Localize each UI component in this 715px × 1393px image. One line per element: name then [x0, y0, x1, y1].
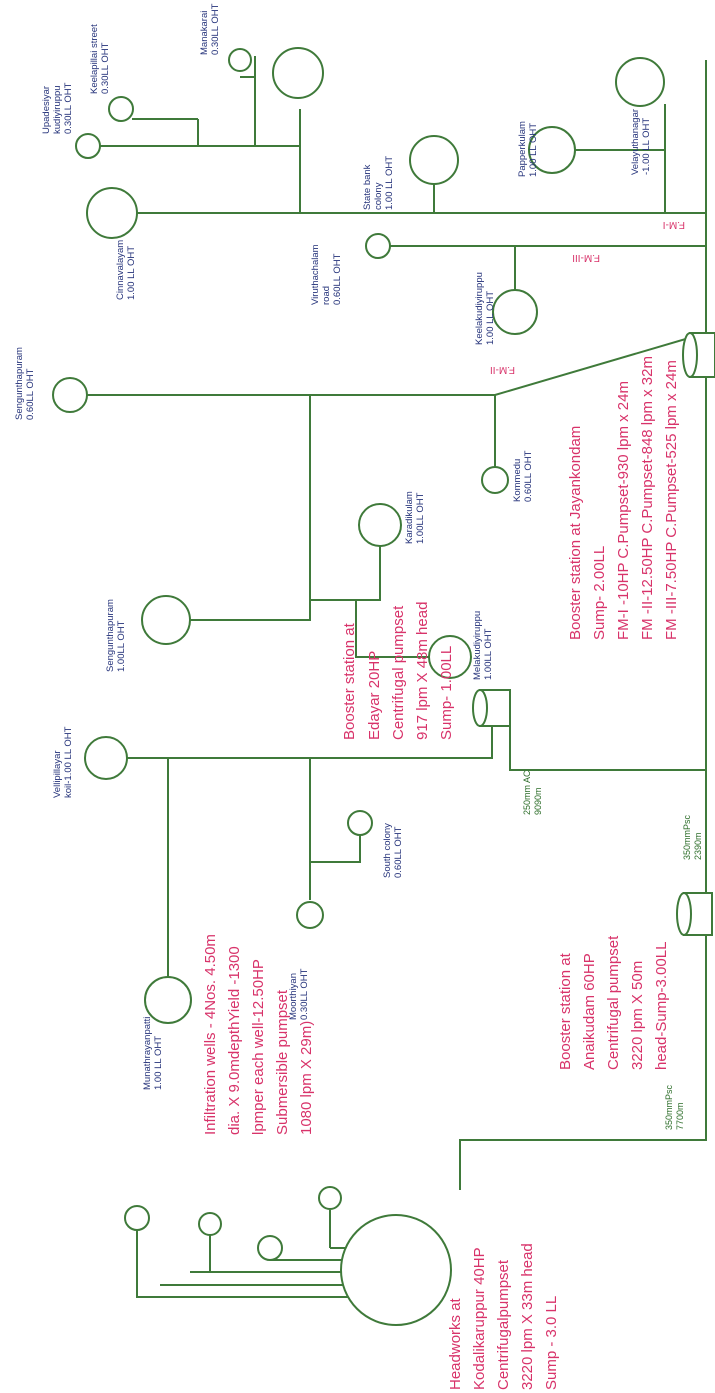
label-moorthiyan: Moorthiyan0.30LL OHT: [288, 968, 310, 1020]
sump-anaikudam: [676, 892, 713, 936]
tank-velayuthanagar: [615, 57, 665, 107]
tank-papperkulam: [528, 126, 576, 174]
fm3-main-pipe: [378, 245, 706, 292]
tank-well-3: [257, 1235, 283, 1261]
pipe-edayar-distribution: [122, 720, 493, 980]
tank-keelapillai: [108, 96, 134, 122]
label-fm1: F.M-I: [663, 219, 685, 230]
tank-labels: Keelapillai street0.30LL OHT Manakarai0.…: [14, 3, 652, 1090]
tank-munathrayanpatti: [144, 976, 192, 1024]
label-250mm-ac: 250mm AC9090m: [522, 770, 543, 815]
label-kommedu: Kommedu0.60LL OHT: [512, 450, 534, 502]
tank-cinnavalayam: [86, 187, 138, 239]
label-fm2: F.M-II: [490, 364, 515, 375]
tank-melakudiyiruppu: [428, 635, 472, 679]
label-headworks: Headworks at Kodalikaruppur 40HP Centrif…: [447, 1239, 560, 1390]
label-350mm-psc-7700: 350mmPsc7700m: [664, 1084, 685, 1130]
sump-edayar: [472, 689, 511, 727]
tank-well-2: [198, 1212, 222, 1236]
label-state-bank: State bankcolony1.00 LL OHT: [362, 156, 395, 210]
station-labels: Booster station at Jayankondam Sump- 2.0…: [202, 352, 680, 1390]
label-booster-anaikudam: Booster station at Anaikudam 60HP Centri…: [557, 932, 670, 1070]
tank-well-4: [318, 1186, 342, 1210]
fm2-main-pipe: [82, 332, 707, 396]
tank-manakarai: [228, 48, 252, 72]
pipe-papperkulam-velayuthanagar: [545, 104, 666, 213]
label-viruthachalam: Viruthachalamroad0.60LL OHT: [310, 244, 343, 305]
tank-viruthachalam: [365, 233, 391, 259]
label-manakarai: Manakarai0.30LL OHT: [199, 3, 221, 55]
label-upadesiyar: Upadesiyarkudiyiruppu0.30LL OHT: [41, 82, 74, 134]
sumps: [472, 332, 715, 936]
label-south-colony: South colony0.60LL OHT: [382, 823, 404, 878]
label-karadikulam: Karadikulam1.00LL OHT: [404, 491, 426, 544]
overhead-tanks: [52, 47, 665, 1326]
tank-sengunthapuram: [141, 595, 191, 645]
main-trunk-pipe: [459, 60, 707, 1190]
label-infiltration-wells: Infiltration wells - 4Nos. 4.50m dia. X …: [202, 930, 315, 1135]
pipe-sengunthapuram-branch: [166, 395, 430, 658]
pipe-north-sub: [100, 56, 300, 147]
label-sengunthapuram: Sengunthapuram1.00LL OHT: [105, 599, 127, 672]
tank-upadesiyar: [75, 133, 101, 159]
tank-keelakudiyiruppu: [492, 289, 538, 335]
tank-north-large: [272, 47, 324, 99]
tank-karadikulam: [358, 503, 402, 547]
label-papperkulam: Papperkulam1.00 LL OHT: [517, 121, 539, 177]
label-melakudiyiruppu: Melakudiyiruppu1.00LL OHT: [472, 611, 494, 680]
tank-sengunthapuram-small: [52, 377, 88, 413]
tank-headworks: [340, 1214, 452, 1326]
tank-south-colony: [347, 810, 373, 836]
feeder-main-labels: F.M-I F.M-III F.M-II: [490, 219, 685, 375]
tank-moorthiyan: [296, 901, 324, 929]
label-vellipillayar: Vellipillayarkoil-1.00 LL OHT: [52, 726, 74, 798]
label-cinnavalayam: Cinnavalayam1.00 LL OHT: [115, 240, 137, 300]
label-munathrayanpatti: Munathrayanpatti1.00 LL OHT: [142, 1017, 164, 1090]
label-fm3: F.M-III: [572, 252, 600, 263]
tank-well-1: [124, 1205, 150, 1231]
label-booster-jayankondam: Booster station at Jayankondam Sump- 2.0…: [567, 352, 680, 640]
pipe-network: [82, 56, 707, 1298]
sump-jayankondam: [682, 332, 715, 378]
label-booster-edayar: Booster station at Edayar 20HP Centrifug…: [341, 597, 455, 740]
pipe-250mm-ac: [509, 700, 706, 771]
label-keelakudiyiruppu: Keelakudiyiruppu1.00 LL OHT: [474, 272, 496, 345]
label-velayuthanagar: Velayuthanagar-1.00 LL OHT: [630, 109, 652, 175]
tank-state-bank: [409, 135, 459, 185]
label-keelapillai: Keelapillai street0.30LL OHT: [89, 24, 111, 94]
tank-vellipillayar: [84, 736, 128, 780]
label-350mm-psc-2390: 350mmPsc2390m: [682, 814, 703, 860]
tank-kommedu: [481, 466, 509, 494]
label-sengunthapuram-small: Sengunthapuram0.60LL OHT: [14, 347, 36, 420]
pipe-spec-labels: 250mm AC9090m 350mmPsc2390m 350mmPsc7700…: [522, 770, 703, 1130]
